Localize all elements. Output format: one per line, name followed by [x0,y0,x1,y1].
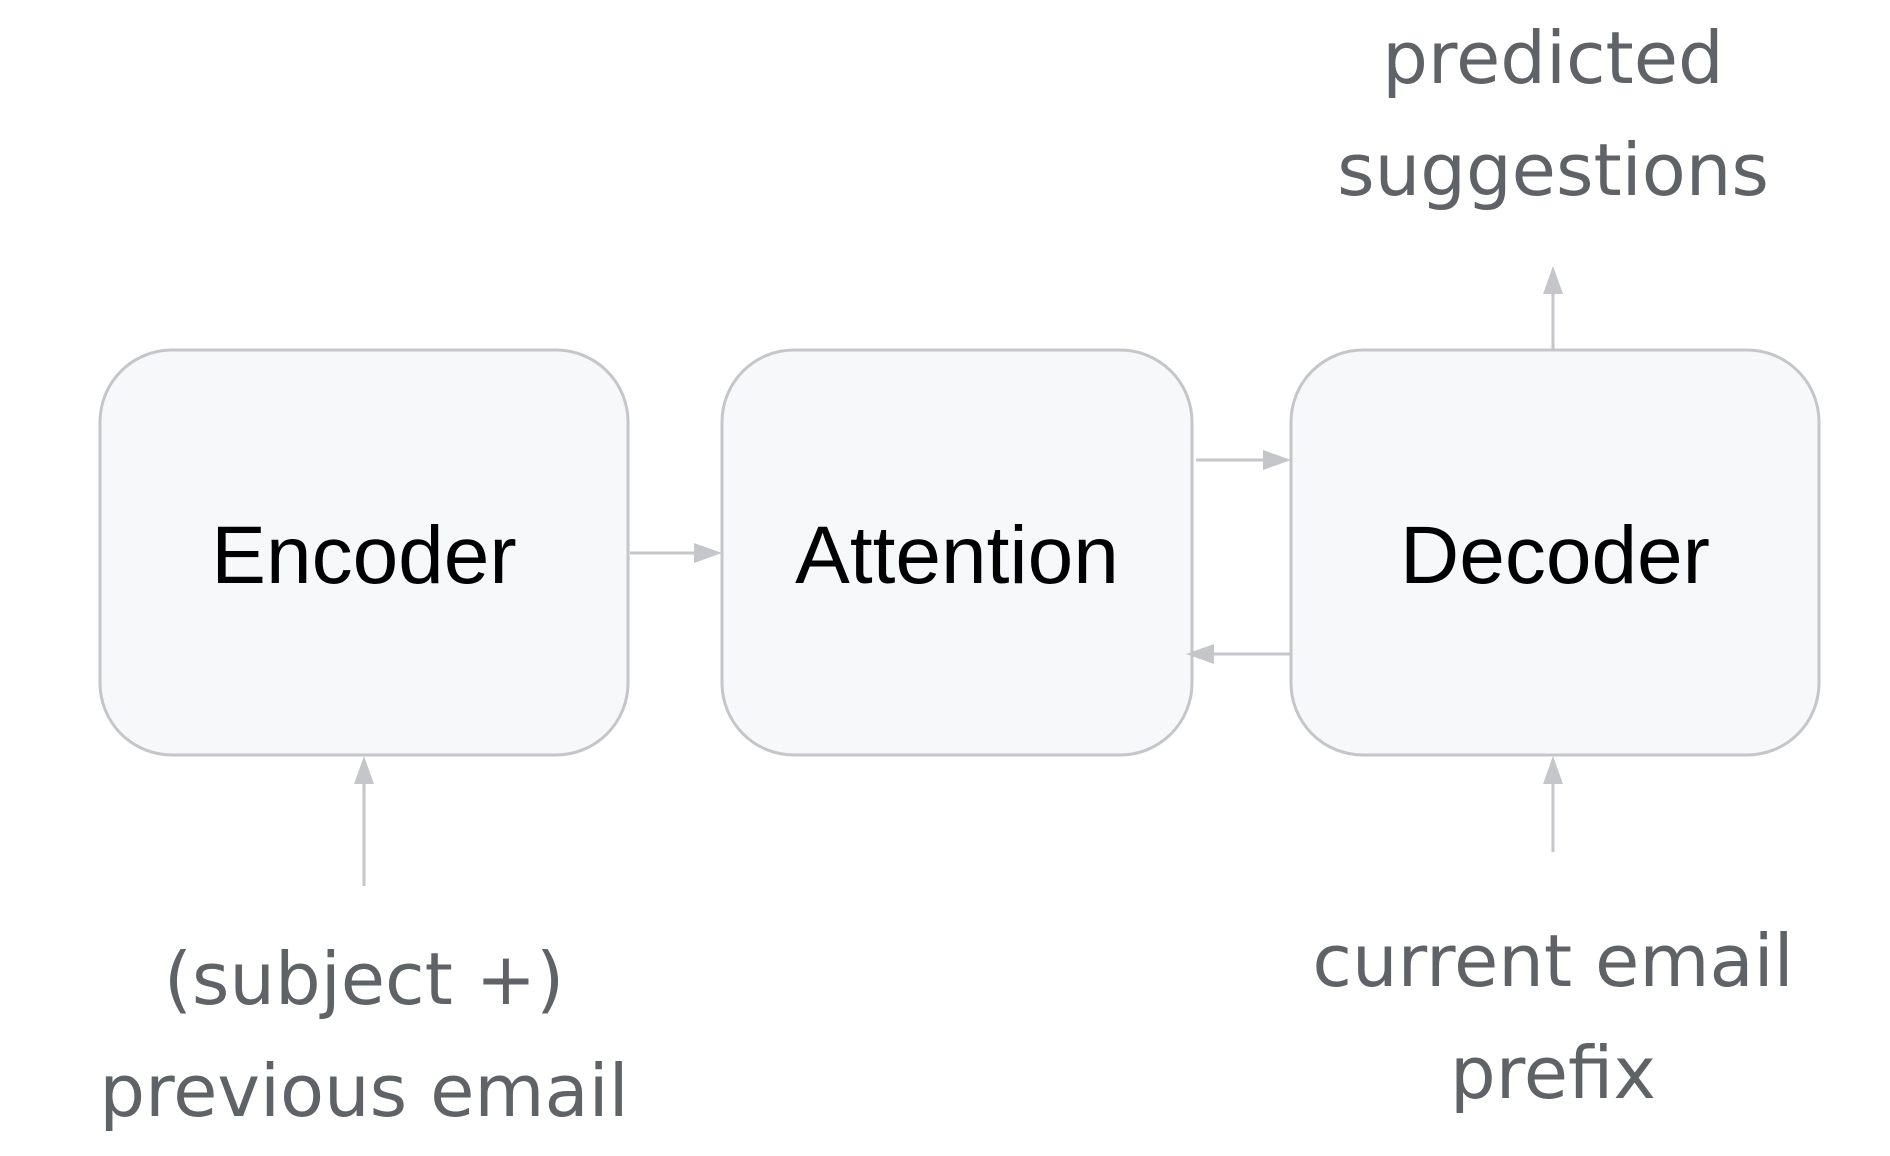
encoder-to-attention-arrow [630,543,722,563]
decoder-input-arrow [1543,756,1563,852]
encoder-input-arrow [354,756,374,886]
attention-label: Attention [795,510,1119,601]
decoder-output-arrow [1543,266,1563,350]
decoder-input-label-line1: current email [1312,919,1793,1003]
encoder-label: Encoder [211,510,516,601]
decoder-box: Decoder [1289,348,1821,757]
attention-box: Attention [720,348,1194,757]
output-label-line2: suggestions [1337,128,1769,212]
decoder-to-attention-arrow [1186,644,1291,664]
encoder-input-label-line2: previous email [99,1049,628,1133]
decoder-input-label-line2: prefix [1450,1031,1656,1115]
attention-to-decoder-arrow [1196,450,1291,470]
encoder-box: Encoder [98,348,630,757]
encoder-input-label-line1: (subject +) [164,937,564,1021]
decoder-label: Decoder [1400,510,1710,601]
output-label-line1: predicted [1382,16,1724,100]
